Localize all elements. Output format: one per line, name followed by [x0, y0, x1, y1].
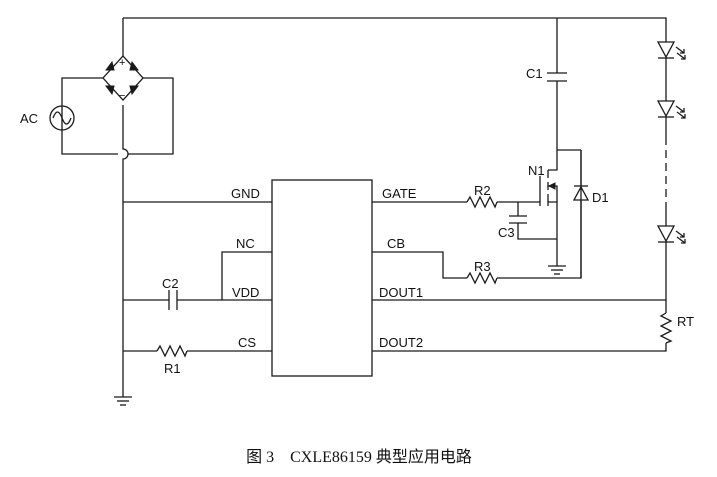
thermistor-rt-icon [659, 312, 673, 344]
pin-label-gate: GATE [382, 186, 417, 201]
pin-label-cb: CB [387, 236, 405, 251]
capacitor-c1-icon [547, 72, 567, 82]
resistor-r1-icon [156, 344, 188, 358]
diode-d1-icon [572, 185, 590, 201]
resistor-r2-icon [466, 195, 498, 209]
ground-icon [114, 396, 132, 406]
pin-label-gnd: GND [231, 186, 260, 201]
label-r3: R3 [474, 259, 491, 274]
label-r1: R1 [164, 361, 181, 376]
label-c3: C3 [498, 225, 515, 240]
led-icon [656, 100, 686, 119]
capacitor-c3-icon [509, 215, 527, 224]
pin-label-cs: CS [238, 335, 256, 350]
label-c2: C2 [162, 276, 179, 291]
led-icon [656, 225, 686, 244]
ac-label: AC [20, 111, 38, 126]
figure-caption: 图 3 CXLE86159 典型应用电路 [246, 447, 472, 466]
bridge-rectifier-icon [102, 55, 144, 101]
pin-label-vdd: VDD [232, 285, 259, 300]
label-c1: C1 [526, 66, 543, 81]
wires [61, 17, 667, 397]
label-rt: RT [677, 314, 694, 329]
pin-label-nc: NC [236, 236, 255, 251]
label-n1: N1 [528, 163, 545, 178]
bridge-minus-label: − [119, 90, 125, 102]
pin-label-dout1: DOUT1 [379, 285, 423, 300]
led-icon [656, 41, 686, 60]
label-r2: R2 [474, 183, 491, 198]
pin-label-dout2: DOUT2 [379, 335, 423, 350]
mosfet-n1-icon [539, 170, 558, 206]
resistor-r3-icon [466, 271, 498, 285]
bridge-plus-label: + [119, 57, 125, 69]
ac-source-icon [49, 105, 75, 131]
capacitor-c2-icon [168, 290, 178, 310]
ground-icon [548, 265, 566, 275]
ic-body [271, 179, 373, 377]
label-d1: D1 [592, 190, 609, 205]
